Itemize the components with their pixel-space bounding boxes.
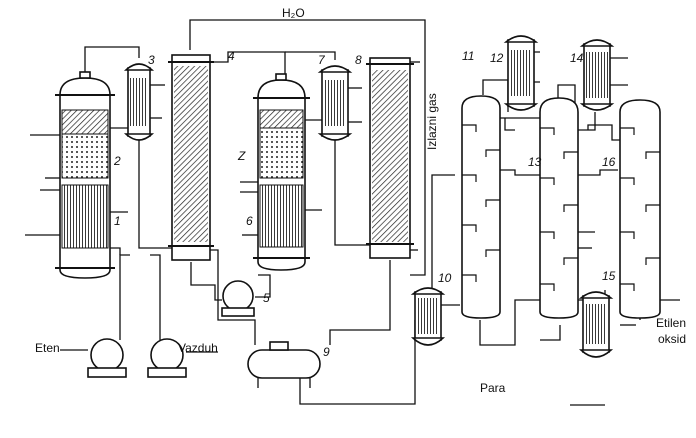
unit-label-8: 8 <box>355 53 362 67</box>
unit-label-z: Z <box>237 149 246 163</box>
unit-label-12: 12 <box>490 51 504 65</box>
tank-9 <box>247 341 321 388</box>
unit-label-14: 14 <box>570 51 584 65</box>
column-16 <box>619 99 661 319</box>
exhaust-gas-label: Izlazni gas <box>425 93 439 150</box>
pump-5 <box>221 280 255 317</box>
reactor-6 <box>253 73 310 271</box>
unit-label-2: 2 <box>113 154 121 168</box>
product-label-line2: oksid <box>658 332 686 346</box>
unit-label-3: 3 <box>148 53 155 67</box>
unit-label-5: 5 <box>263 291 270 305</box>
reactor-1 <box>55 71 115 279</box>
unit-label-15: 15 <box>602 269 616 283</box>
product-label-line1: Etilen <box>656 316 686 330</box>
ethylene-label: Eten <box>35 341 60 355</box>
air-label: Vazduh <box>178 341 218 355</box>
unit-label-6: 6 <box>246 214 253 228</box>
exchanger-15 <box>578 291 614 358</box>
exchanger-10 <box>410 287 446 346</box>
absorber-4 <box>168 54 214 261</box>
compressor-ethylene <box>87 338 127 378</box>
pipe-network <box>25 19 680 406</box>
condenser-12 <box>503 35 539 111</box>
exchanger-3 <box>123 63 155 141</box>
exchanger-7 <box>317 65 353 141</box>
unit-label-4: 4 <box>228 49 235 63</box>
absorber-8 <box>366 57 414 259</box>
unit-label-9: 9 <box>323 345 330 359</box>
column-11 <box>461 95 501 319</box>
condenser-14 <box>579 39 615 111</box>
compressor-air <box>147 338 187 378</box>
unit-label-7: 7 <box>318 53 326 67</box>
unit-label-11: 11 <box>462 49 474 63</box>
unit-label-16: 16 <box>602 155 616 169</box>
water-label: H₂O <box>282 6 305 20</box>
unit-label-1: 1 <box>114 214 121 228</box>
unit-label-10: 10 <box>438 271 452 285</box>
column-13 <box>539 97 579 319</box>
unit-label-13: 13 <box>528 155 542 169</box>
steam-label: Para <box>480 381 506 395</box>
